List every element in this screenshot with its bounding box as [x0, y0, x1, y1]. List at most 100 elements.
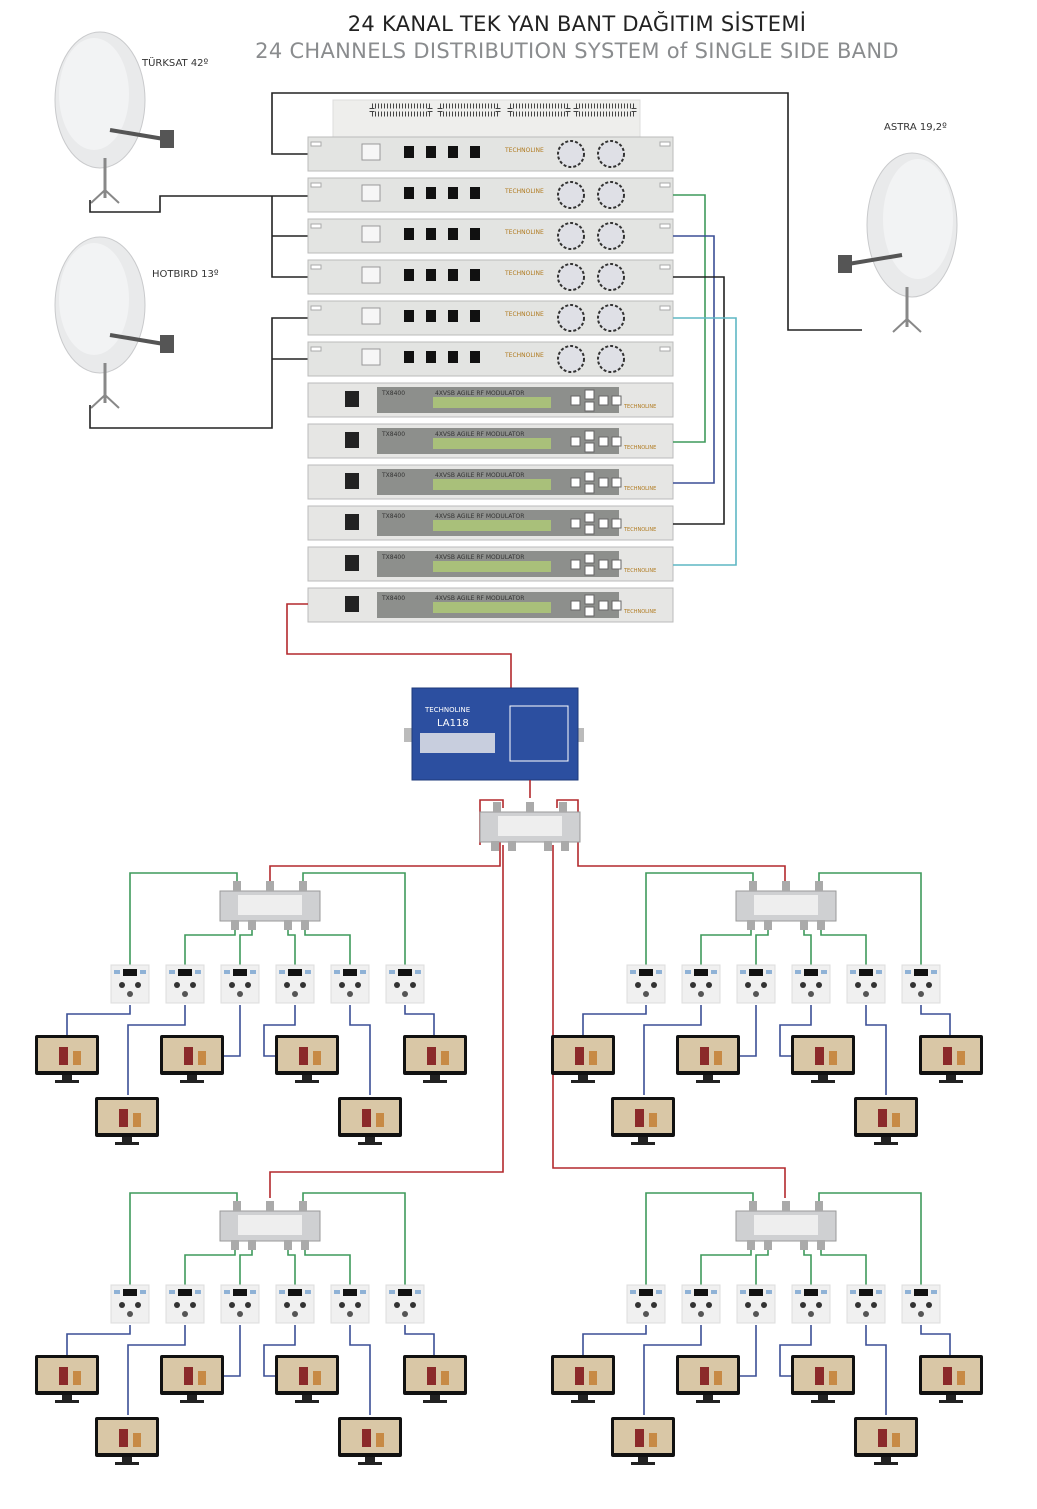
- ci-slot: [470, 351, 480, 363]
- data-port: [694, 969, 708, 976]
- tv: [676, 1355, 740, 1403]
- brand-logo: TECHNOLINE: [623, 404, 656, 410]
- rf-socket: [753, 991, 759, 997]
- wall-outlet: [901, 964, 941, 1004]
- port: [231, 1240, 239, 1250]
- brand-logo: TECHNOLINE: [504, 147, 544, 154]
- rf-socket: [402, 1311, 408, 1317]
- nav-button: [584, 524, 595, 535]
- cable-navy: [643, 1325, 702, 1415]
- tv: [403, 1355, 467, 1403]
- cable-navy: [582, 1005, 647, 1035]
- brand-logo: TECHNOLINE: [623, 486, 656, 492]
- nav-button: [584, 553, 595, 564]
- port: [764, 920, 772, 930]
- port: [299, 1201, 307, 1211]
- cable-navy: [404, 1325, 435, 1355]
- sat-socket: [926, 1302, 932, 1308]
- cable-green: [184, 1245, 236, 1285]
- port: [817, 920, 825, 930]
- display-title: 4XVSB AGILE RF MODULATOR: [435, 513, 524, 520]
- satellite-receiver: TECHNOLINE: [307, 341, 674, 377]
- fan-icon: [557, 181, 585, 209]
- port: [815, 1201, 823, 1211]
- data-port: [343, 969, 357, 976]
- group-splitter: [735, 1201, 837, 1250]
- wall-outlet: [110, 1284, 150, 1324]
- ci-slot: [426, 228, 436, 240]
- port: [526, 802, 534, 812]
- lcd-display: [433, 602, 551, 613]
- rf-socket: [182, 1311, 188, 1317]
- display-title: 4XVSB AGILE RF MODULATOR: [435, 431, 524, 438]
- rf-socket: [808, 991, 814, 997]
- tv: [95, 1417, 159, 1465]
- rf-socket: [127, 1311, 133, 1317]
- cable-turksat: [89, 195, 308, 213]
- port: [248, 1240, 256, 1250]
- tv-socket: [284, 1302, 290, 1308]
- brand-logo: TECHNOLINE: [504, 229, 544, 236]
- rf-socket: [698, 1311, 704, 1317]
- cable-green: [304, 925, 351, 965]
- power-switch: [361, 143, 381, 161]
- rf-socket: [347, 1311, 353, 1317]
- sat-socket: [410, 982, 416, 988]
- tv-socket: [855, 1302, 861, 1308]
- port: [233, 881, 241, 891]
- sat-socket: [926, 982, 932, 988]
- ci-slot: [426, 187, 436, 199]
- sat-socket: [816, 982, 822, 988]
- port: [233, 1201, 241, 1211]
- cable-hotbird: [89, 317, 308, 429]
- main-splitter: [479, 802, 581, 851]
- trunk-top-left: [269, 840, 501, 882]
- sat-socket: [355, 1302, 361, 1308]
- dish-turksat: [54, 31, 174, 204]
- tv-socket: [339, 1302, 345, 1308]
- tv: [854, 1097, 918, 1145]
- sat-socket: [135, 1302, 141, 1308]
- sat-socket: [651, 1302, 657, 1308]
- wall-outlet: [736, 1284, 776, 1324]
- cable-navy: [224, 1005, 241, 1057]
- tv: [338, 1097, 402, 1145]
- tv: [160, 1355, 224, 1403]
- data-port: [233, 969, 247, 976]
- model-label: TX8400: [381, 472, 405, 479]
- ci-slot: [404, 310, 414, 322]
- tv-socket: [339, 982, 345, 988]
- tv: [35, 1035, 99, 1083]
- port: [508, 841, 516, 851]
- tv: [338, 1417, 402, 1465]
- port: [299, 881, 307, 891]
- sat-socket: [761, 1302, 767, 1308]
- nav-button: [584, 594, 595, 605]
- cable-navy: [740, 1005, 757, 1057]
- cable-navy: [127, 1005, 186, 1095]
- sat-socket: [190, 982, 196, 988]
- wall-outlet: [385, 964, 425, 1004]
- tv: [551, 1355, 615, 1403]
- nav-button: [570, 559, 581, 570]
- tv-socket: [635, 1302, 641, 1308]
- fan-icon: [597, 304, 625, 332]
- cable-green: [700, 925, 752, 965]
- data-port: [178, 969, 192, 976]
- data-port: [639, 969, 653, 976]
- wall-outlet: [681, 964, 721, 1004]
- port: [817, 1240, 825, 1250]
- ci-slot: [404, 351, 414, 363]
- cable-green: [239, 1245, 253, 1285]
- tv-socket: [855, 982, 861, 988]
- rf-socket: [808, 1311, 814, 1317]
- data-port: [288, 969, 302, 976]
- ci-slot: [470, 146, 480, 158]
- rf-socket: [292, 991, 298, 997]
- tv: [35, 1355, 99, 1403]
- ci-slot: [470, 269, 480, 281]
- tv-socket: [284, 982, 290, 988]
